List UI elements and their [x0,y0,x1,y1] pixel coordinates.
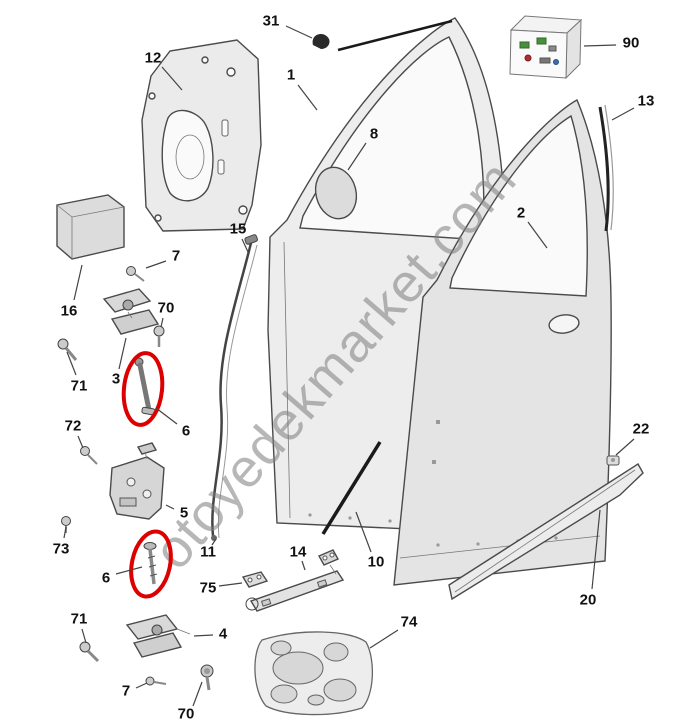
callout-label-16: 16 [61,303,78,320]
bolt-6-lower [143,542,158,585]
leader-line-11 [211,538,217,546]
hardware-kit-box [509,15,583,80]
step-rail [245,549,345,612]
callout-label-6: 6 [182,423,190,440]
callout-label-71: 71 [71,611,88,628]
leader-line-7 [135,682,148,689]
bolt-71-lower [79,641,100,663]
bolt-70-lower [200,664,214,691]
callout-label-7: 7 [172,248,180,265]
window-channel-strip [598,104,614,232]
callout-layer: 31 12 1 8 90 13 2 15 16 7 70 3 71 6 72 5 73 6 11 75 14 10 4 71 7… [53,13,655,722]
callout-label-15: 15 [230,221,247,238]
callout-label-90: 90 [623,35,640,52]
leader-line-5 [165,504,175,510]
lower-hinge [125,614,191,658]
callout-label-13: 13 [638,93,655,110]
leader-line-72 [77,435,84,449]
speaker-hole [314,166,358,220]
leader-line-1 [297,84,318,111]
callout-label-20: 20 [580,592,597,609]
leader-line-3 [118,337,127,370]
fastener-73 [61,516,71,533]
leader-line-16 [73,264,83,301]
weatherstrip-cable [211,234,258,541]
callout-label-70: 70 [178,706,195,722]
leader-line-6 [115,566,143,575]
leader-line-2 [527,221,548,249]
callout-label-73: 73 [53,541,70,558]
leader-line-70 [160,317,164,328]
screw-72 [80,446,98,465]
screw-7-upper [126,266,145,282]
leader-line-74 [369,629,399,649]
leader-line-75 [218,582,243,587]
inner-door-panel [141,39,262,232]
leader-line-7 [145,260,167,269]
callout-label-31: 31 [263,13,280,30]
callout-label-5: 5 [180,505,188,522]
leader-line-31 [285,25,313,39]
callout-label-10: 10 [368,554,385,571]
callout-label-75: 75 [200,580,217,597]
leader-line-12 [161,66,183,91]
storage-box [56,194,125,260]
leader-line-8 [347,142,367,171]
callout-label-74: 74 [401,614,418,631]
bolt-70-upper [153,325,165,347]
bracket-75 [241,571,269,588]
callout-label-14: 14 [290,544,307,561]
belt-strip [321,441,382,535]
leader-line-14 [301,560,306,571]
callout-label-72: 72 [65,418,82,435]
leader-line-70 [192,681,203,707]
top-clip [312,19,453,52]
highlight-ellipse-2 [129,529,173,599]
check-strap-upper [134,357,156,416]
upper-hinge [102,288,160,335]
callout-label-3: 3 [112,371,120,388]
sound-pad-kit [254,631,374,716]
callout-label-2: 2 [517,205,525,222]
callout-label-22: 22 [633,421,650,438]
callout-label-70: 70 [158,300,175,317]
leader-line-15 [241,238,249,253]
highlight-ellipse-1 [121,351,165,427]
molding-clip [606,455,620,466]
leader-line-13 [611,107,635,121]
callout-label-6: 6 [102,570,110,587]
highlight-layer [121,351,173,599]
callout-label-71: 71 [71,378,88,395]
leader-line-20 [591,509,601,590]
leader-line-73 [63,526,67,539]
callout-label-1: 1 [287,67,295,84]
leader-line-10 [355,511,372,553]
leader-line-90 [583,44,617,47]
screw-7-lower [145,676,167,686]
callout-label-8: 8 [370,126,378,143]
door-check-mechanism [109,442,165,520]
callout-label-4: 4 [219,626,228,643]
leader-line-22 [615,438,635,456]
leader-line-71 [81,628,87,644]
leader-line-4 [193,634,214,637]
leader-line-71 [66,351,77,376]
bolt-71-upper [57,338,78,361]
side-molding [448,463,644,601]
callout-label-11: 11 [200,544,216,561]
callout-label-7: 7 [122,683,130,700]
leader-line-6 [155,407,178,425]
callout-label-12: 12 [145,50,162,67]
